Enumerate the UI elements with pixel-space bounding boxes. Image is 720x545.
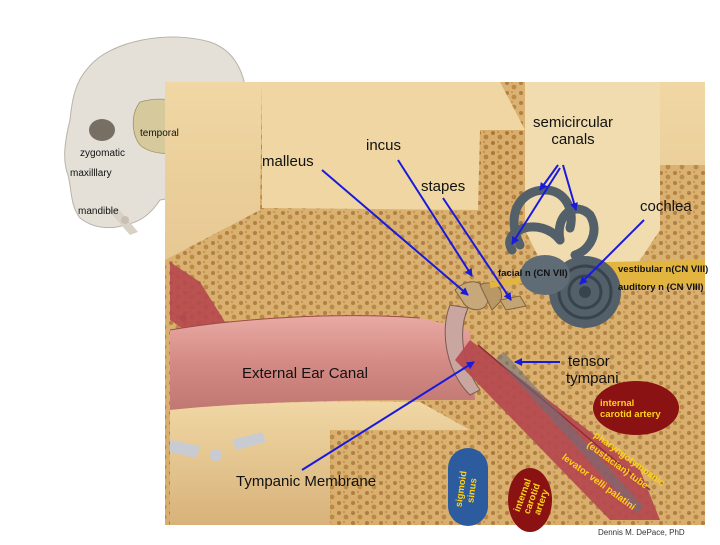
label-semicircular-canals: semicircular canals [528,114,618,148]
label-tympanic-membrane: Tympanic Membrane [236,473,377,490]
label-tensor-tympani: tensor tympani [566,353,619,387]
label-auditory-nerve: auditory n (CN VIII) [618,282,704,293]
label-cochlea: cochlea [640,198,692,215]
label-semicircular-line2: canals [551,131,595,148]
skull-label-temporal: temporal [140,128,179,139]
label-stapes: stapes [421,178,466,195]
label-malleus: malleus [262,153,314,170]
label-semicircular-line1: semicircular [532,114,613,131]
skull-label-mandible: mandible [78,206,119,217]
label-vestibular-nerve: vestibular n(CN VIII) [618,264,709,275]
skull-label-maxillary: maxilllary [70,168,112,179]
label-tensor-line1: tensor [568,353,610,370]
label-internal-carotid-right: internal carotid artery [600,398,661,420]
label-tensor-line2: tympani [566,370,619,387]
label-internal-carotid-line2: carotid artery [600,409,661,420]
label-internal-carotid-line1: internal [600,398,635,409]
skull-label-zygomatic: zygomatic [80,148,126,159]
author-credit: Dennis M. DePace, PhD [598,528,685,537]
label-external-ear-canal: External Ear Canal [242,365,368,382]
label-incus: incus [366,137,402,154]
cochlea-shape [520,255,621,328]
label-facial-nerve: facial n (CN VII) [498,268,568,279]
